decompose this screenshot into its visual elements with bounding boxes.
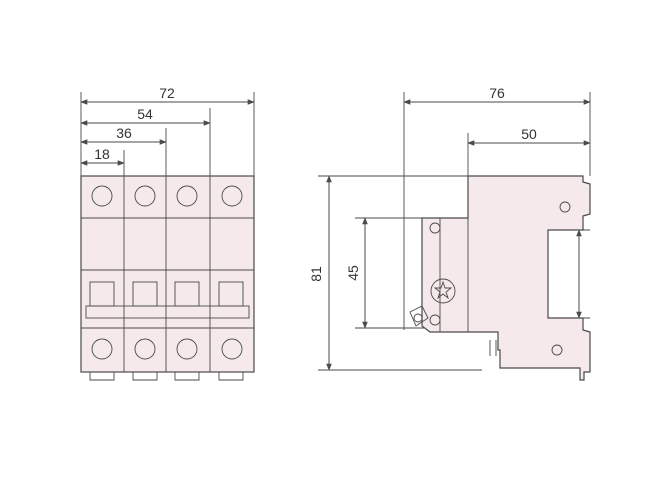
side-rivet-bottom-right — [551, 344, 563, 356]
side-rivet-top-right — [559, 201, 571, 213]
dim-label-depth: 76 — [489, 85, 505, 101]
din-rail-clips — [89, 372, 244, 381]
breaker-front-body — [80, 175, 255, 373]
side-screw-bottom — [429, 314, 441, 326]
dim-label-3-poles: 54 — [137, 106, 153, 122]
top-terminal-screws — [91, 185, 243, 207]
dim-label-height: 81 — [308, 266, 324, 282]
rail-slot — [489, 340, 497, 356]
toggle-lever-side — [409, 305, 429, 327]
bottom-terminal-screws — [91, 338, 243, 360]
dim-label-depth-front: 50 — [521, 126, 537, 142]
star-knob-icon — [430, 278, 456, 304]
breaker-side-profile — [421, 175, 591, 381]
side-view: 76 50 81 45 36 — [308, 85, 591, 381]
dim-label-total-width: 72 — [159, 85, 175, 101]
dim-label-front-height: 45 — [345, 265, 361, 281]
toggle-handles — [85, 281, 250, 319]
front-view: 72 54 36 18 — [80, 85, 255, 381]
dim-label-1-pole: 18 — [94, 146, 110, 162]
dim-label-2-poles: 36 — [116, 125, 132, 141]
side-screw-top — [429, 222, 441, 234]
